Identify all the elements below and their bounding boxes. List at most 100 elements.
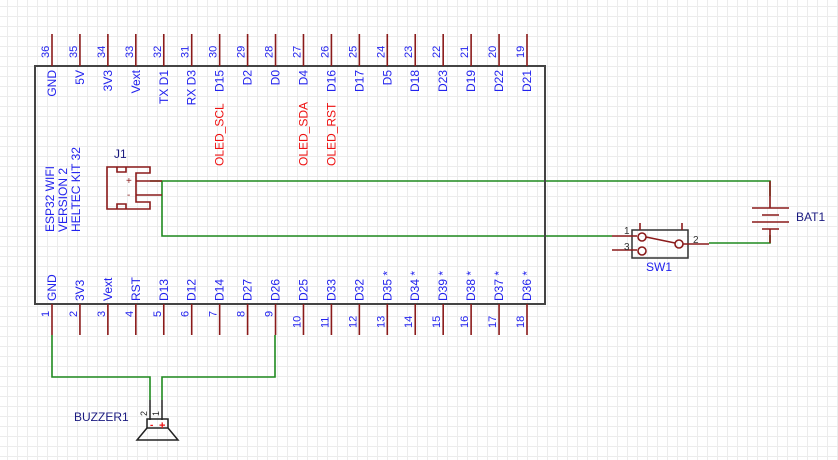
wire-j1-plus-battery[interactable] bbox=[150, 180, 771, 196]
bottom-pin-number: 18 bbox=[515, 316, 527, 328]
bottom-pin-number: 17 bbox=[487, 316, 499, 328]
connector-j1[interactable]: J1 + - bbox=[106, 147, 162, 210]
top-pin-number: 25 bbox=[347, 46, 359, 58]
bottom-pin-number: 2 bbox=[68, 311, 80, 317]
bottom-pin-label: D34 * bbox=[408, 271, 422, 301]
top-pin-number: 24 bbox=[375, 46, 387, 58]
switch-contact-2 bbox=[674, 239, 684, 249]
top-pin-label: D21 bbox=[520, 70, 534, 92]
top-pin-number: 26 bbox=[319, 46, 331, 58]
bottom-pin-label: D32 bbox=[352, 279, 366, 301]
bottom-pin-number: 4 bbox=[124, 311, 136, 317]
net-label: OLED_SDA bbox=[296, 102, 310, 166]
top-pin-number: 36 bbox=[40, 46, 52, 58]
j1-plus-label: + bbox=[126, 176, 132, 187]
bottom-pin-label: D26 bbox=[269, 279, 283, 301]
top-pin-label: Vext bbox=[129, 69, 143, 93]
top-pin-label: D4 bbox=[296, 70, 310, 86]
buzzer-horn bbox=[135, 427, 180, 441]
bottom-pin-label: RST bbox=[129, 276, 143, 301]
j1-body bbox=[106, 166, 151, 210]
bottom-pin-number: 10 bbox=[291, 316, 303, 328]
buzzer-pin2-num: 2 bbox=[139, 411, 149, 416]
wire-j1-minus-switch[interactable] bbox=[161, 181, 612, 237]
top-pin-label: D22 bbox=[492, 70, 506, 92]
bottom-pin-label: D33 bbox=[324, 279, 338, 301]
top-pin-number: 30 bbox=[208, 46, 220, 58]
switch-sw1[interactable]: 1 3 2 SW1 bbox=[612, 223, 709, 274]
bottom-pin-number: 6 bbox=[180, 311, 192, 317]
j1-minus-label: - bbox=[127, 190, 130, 201]
wire-switch-battery[interactable] bbox=[709, 235, 771, 244]
bottom-pin-label: Vext bbox=[101, 277, 115, 301]
j1-ref: J1 bbox=[114, 147, 127, 161]
top-pin-number: 35 bbox=[68, 46, 80, 58]
bottom-pin-label: 3V3 bbox=[73, 279, 87, 301]
module-title-line-1: ESP32 WIFI bbox=[43, 166, 57, 232]
top-pin-label: D0 bbox=[269, 70, 283, 86]
buzzer-body bbox=[146, 418, 169, 429]
switch-contact-1 bbox=[637, 232, 647, 242]
top-pin-number: 28 bbox=[264, 46, 276, 58]
wire-gnd-buzzer[interactable] bbox=[51, 335, 151, 400]
bottom-pin-label: D14 bbox=[213, 279, 227, 301]
bottom-pin-label: D12 bbox=[185, 279, 199, 301]
top-pin-number: 20 bbox=[487, 46, 499, 58]
battery-bat1[interactable]: BAT1 bbox=[752, 181, 825, 243]
top-pin-label: D18 bbox=[408, 70, 422, 92]
bottom-pin-label: D38 * bbox=[464, 271, 478, 301]
wire-d26-buzzer[interactable] bbox=[161, 335, 276, 400]
bottom-pin-number: 11 bbox=[319, 317, 331, 328]
switch-pin2-num: 2 bbox=[693, 235, 699, 246]
top-pin-number: 27 bbox=[291, 46, 303, 58]
bottom-pin-number: 1 bbox=[40, 311, 52, 317]
top-pin-label: TX D1 bbox=[157, 70, 171, 104]
top-pin-number: 34 bbox=[96, 46, 108, 58]
net-label: OLED_SCL bbox=[213, 103, 227, 166]
esp32-module-body[interactable] bbox=[34, 65, 546, 305]
buzzer[interactable]: - + 2 1 BUZZER1 bbox=[74, 400, 180, 441]
top-pin-label: D19 bbox=[464, 70, 478, 92]
buzzer-ref: BUZZER1 bbox=[74, 410, 129, 424]
top-pin-number: 23 bbox=[403, 46, 415, 58]
top-pin-label: RX D3 bbox=[185, 70, 199, 106]
switch-ref: SW1 bbox=[646, 260, 672, 274]
top-pin-label: 3V3 bbox=[101, 70, 115, 92]
bottom-pin-number: 13 bbox=[375, 316, 387, 328]
switch-lever bbox=[645, 236, 676, 244]
top-pin-label: D5 bbox=[380, 70, 394, 86]
top-pin-label: D15 bbox=[213, 70, 227, 92]
bottom-pin-number: 3 bbox=[96, 311, 108, 317]
top-pin-label: D16 bbox=[324, 70, 338, 92]
switch-pin1-num: 1 bbox=[624, 226, 630, 237]
top-pin-number: 22 bbox=[431, 46, 443, 58]
bottom-pin-number: 15 bbox=[431, 316, 443, 328]
switch-contact-3 bbox=[637, 246, 647, 256]
bottom-pin-number: 14 bbox=[403, 316, 415, 328]
top-pin-label: GND bbox=[45, 70, 59, 97]
top-pin-label: D17 bbox=[352, 70, 366, 92]
top-pin-label: D2 bbox=[241, 70, 255, 86]
top-pin-number: 33 bbox=[124, 46, 136, 58]
bottom-pin-label: D25 bbox=[296, 279, 310, 301]
bottom-pin-number: 16 bbox=[459, 316, 471, 328]
battery-ref: BAT1 bbox=[796, 210, 825, 224]
bottom-pin-number: 8 bbox=[236, 311, 248, 317]
top-pin-label: 5V bbox=[73, 70, 87, 85]
bottom-pin-number: 7 bbox=[208, 311, 220, 317]
top-pin-number: 21 bbox=[459, 46, 471, 58]
bottom-pin-number: 12 bbox=[347, 316, 359, 328]
bottom-pin-label: D36 * bbox=[520, 271, 534, 301]
bottom-pin-label: D27 bbox=[241, 279, 255, 301]
bottom-pin-label: D13 bbox=[157, 279, 171, 301]
bottom-pin-label: D39 * bbox=[436, 271, 450, 301]
bottom-pin-label: D35 * bbox=[380, 271, 394, 301]
switch-pin3-num: 3 bbox=[624, 242, 630, 253]
top-pin-number: 32 bbox=[152, 46, 164, 58]
net-label: OLED_RST bbox=[324, 102, 338, 166]
top-pin-number: 19 bbox=[515, 46, 527, 58]
top-pin-number: 31 bbox=[180, 46, 192, 58]
module-title-line-2: VERSION 2 bbox=[56, 168, 70, 232]
module-title-line-3: HELTEC KIT 32 bbox=[69, 147, 83, 232]
